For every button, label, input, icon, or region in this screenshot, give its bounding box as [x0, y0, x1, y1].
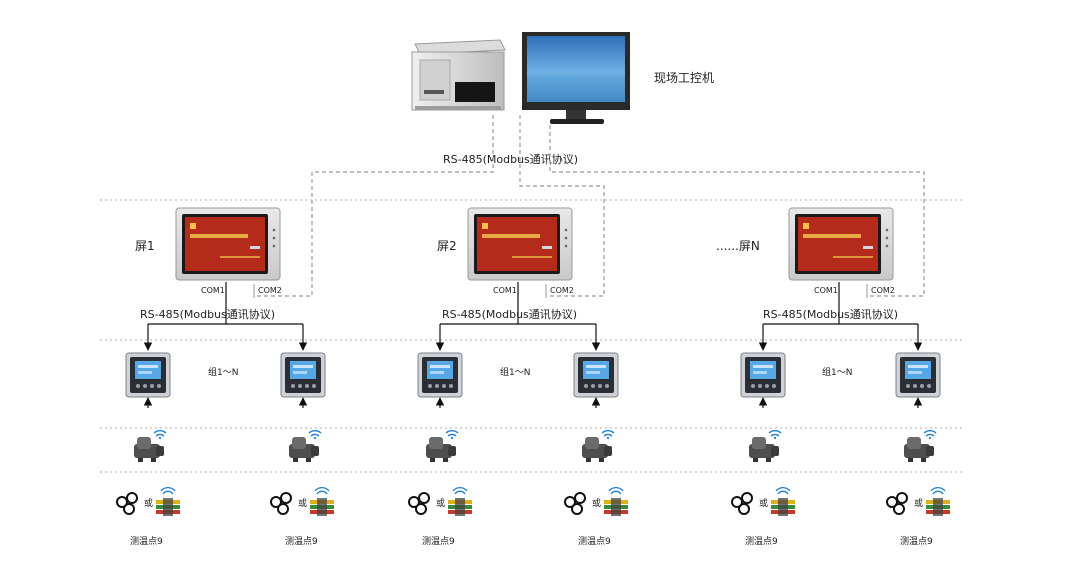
- screen-label: 屏2: [437, 239, 457, 253]
- measure-point-label: 测温点9: [578, 536, 611, 547]
- or-label: 或: [144, 497, 153, 509]
- group-range-label: 组1～N: [208, 366, 238, 378]
- temperature-meter-left: [417, 352, 463, 398]
- wireless-receiver-right: [903, 430, 937, 463]
- separator-lines: [100, 199, 965, 473]
- wireless-receiver-left: [425, 430, 459, 463]
- measure-point-label: 测温点9: [285, 536, 318, 547]
- bus-label: RS-485(Modbus通讯协议): [763, 307, 898, 321]
- com1-label: COM1: [201, 286, 225, 295]
- wireless-receiver-right: [288, 430, 322, 463]
- pc-label: 现场工控机: [654, 71, 714, 85]
- main-bus-wiring: [256, 115, 925, 297]
- wireless-receiver-right: [581, 430, 615, 463]
- group-n: ......屏N COM1 COM2 RS-485(Modbus通讯协议) 组1…: [716, 207, 951, 547]
- or-label: 或: [436, 497, 445, 509]
- or-label: 或: [914, 497, 923, 509]
- bus-to-screen-1: [256, 115, 494, 297]
- screen-label: ......屏N: [716, 239, 760, 253]
- com1-label: COM1: [814, 286, 838, 295]
- hmi-screen: [467, 207, 573, 281]
- temperature-meter-right: [573, 352, 619, 398]
- industrial-pc-case: [411, 39, 506, 111]
- com2-label: COM2: [258, 286, 282, 295]
- measure-point-label: 测温点9: [422, 536, 455, 547]
- screen-label: 屏1: [135, 239, 155, 253]
- or-label: 或: [592, 497, 601, 509]
- main-bus-label: RS-485(Modbus通讯协议): [443, 152, 578, 166]
- bus-label: RS-485(Modbus通讯协议): [442, 307, 577, 321]
- measure-point-label: 测温点9: [130, 536, 163, 547]
- wireless-receiver-left: [133, 430, 167, 463]
- temperature-meter-left: [740, 352, 786, 398]
- group-range-label: 组1～N: [822, 366, 852, 378]
- group-2: 屏2 COM1 COM2 RS-485(Modbus通讯协议) 组1～N 或 或…: [408, 207, 629, 547]
- or-label: 或: [298, 497, 307, 509]
- bus-to-screen-n: [549, 125, 925, 297]
- or-label: 或: [759, 497, 768, 509]
- hmi-screen: [175, 207, 281, 281]
- measure-point-label: 测温点9: [745, 536, 778, 547]
- temperature-meter-right: [895, 352, 941, 398]
- temperature-meter-right: [280, 352, 326, 398]
- hmi-screen: [788, 207, 894, 281]
- wireless-receiver-left: [748, 430, 782, 463]
- group-range-label: 组1～N: [500, 366, 530, 378]
- com2-label: COM2: [871, 286, 895, 295]
- bus-to-screen-2: [519, 115, 605, 297]
- measure-point-label: 测温点9: [900, 536, 933, 547]
- temperature-meter-left: [125, 352, 171, 398]
- monitor: [522, 32, 630, 124]
- com1-label: COM1: [493, 286, 517, 295]
- bus-label: RS-485(Modbus通讯协议): [140, 307, 275, 321]
- com2-label: COM2: [550, 286, 574, 295]
- group-1: 屏1 COM1 COM2 RS-485(Modbus通讯协议) 组1～N 或 或…: [116, 207, 335, 547]
